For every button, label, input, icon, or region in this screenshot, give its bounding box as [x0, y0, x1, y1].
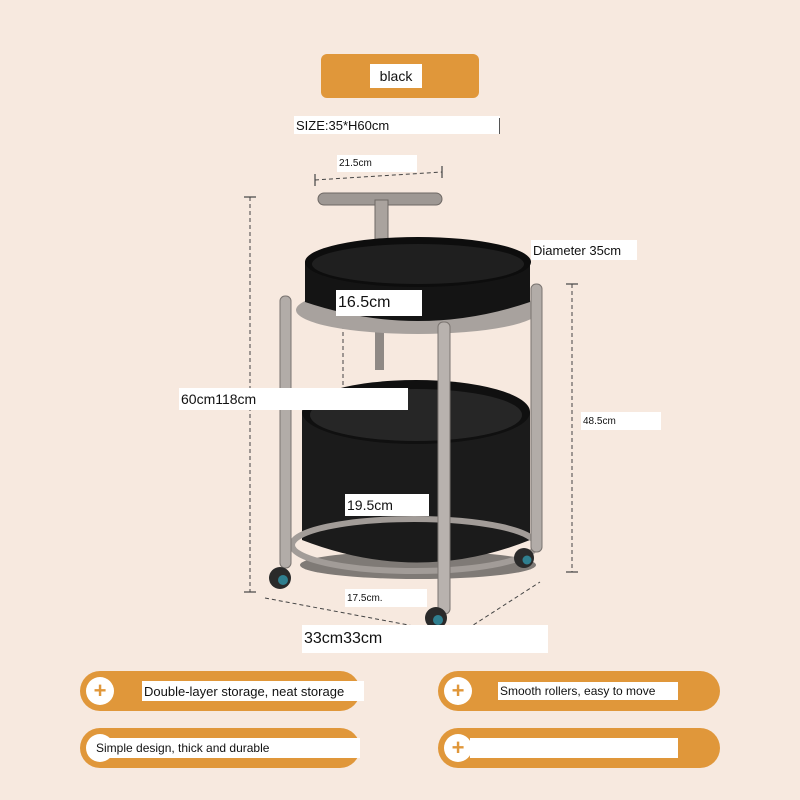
wheel-height-label: 17.5cm.	[345, 589, 427, 607]
overall-height-label: 60cm118cm	[179, 388, 408, 410]
base-width-label: 33cm33cm	[302, 625, 548, 653]
plus-icon: +	[86, 677, 114, 705]
plus-icon: +	[444, 734, 472, 762]
wheel-icon	[269, 548, 534, 629]
bottom-height-label: 19.5cm	[345, 494, 429, 516]
divider	[499, 118, 500, 134]
frame-height-label: 48.5cm	[581, 412, 661, 430]
top-height-label: 16.5cm	[336, 290, 422, 316]
feature-label: Smooth rollers, easy to move	[498, 682, 678, 700]
feature-label: Double-layer storage, neat storage	[142, 681, 364, 701]
diameter-label: Diameter 35cm	[531, 240, 637, 260]
handle-width-label: 21.5cm	[337, 155, 417, 172]
color-option-label: black	[370, 64, 422, 88]
feature-label	[470, 738, 678, 758]
feature-label: Simple design, thick and durable	[94, 738, 360, 758]
size-label: SIZE:35*H60cm	[294, 116, 500, 134]
plus-icon: +	[444, 677, 472, 705]
